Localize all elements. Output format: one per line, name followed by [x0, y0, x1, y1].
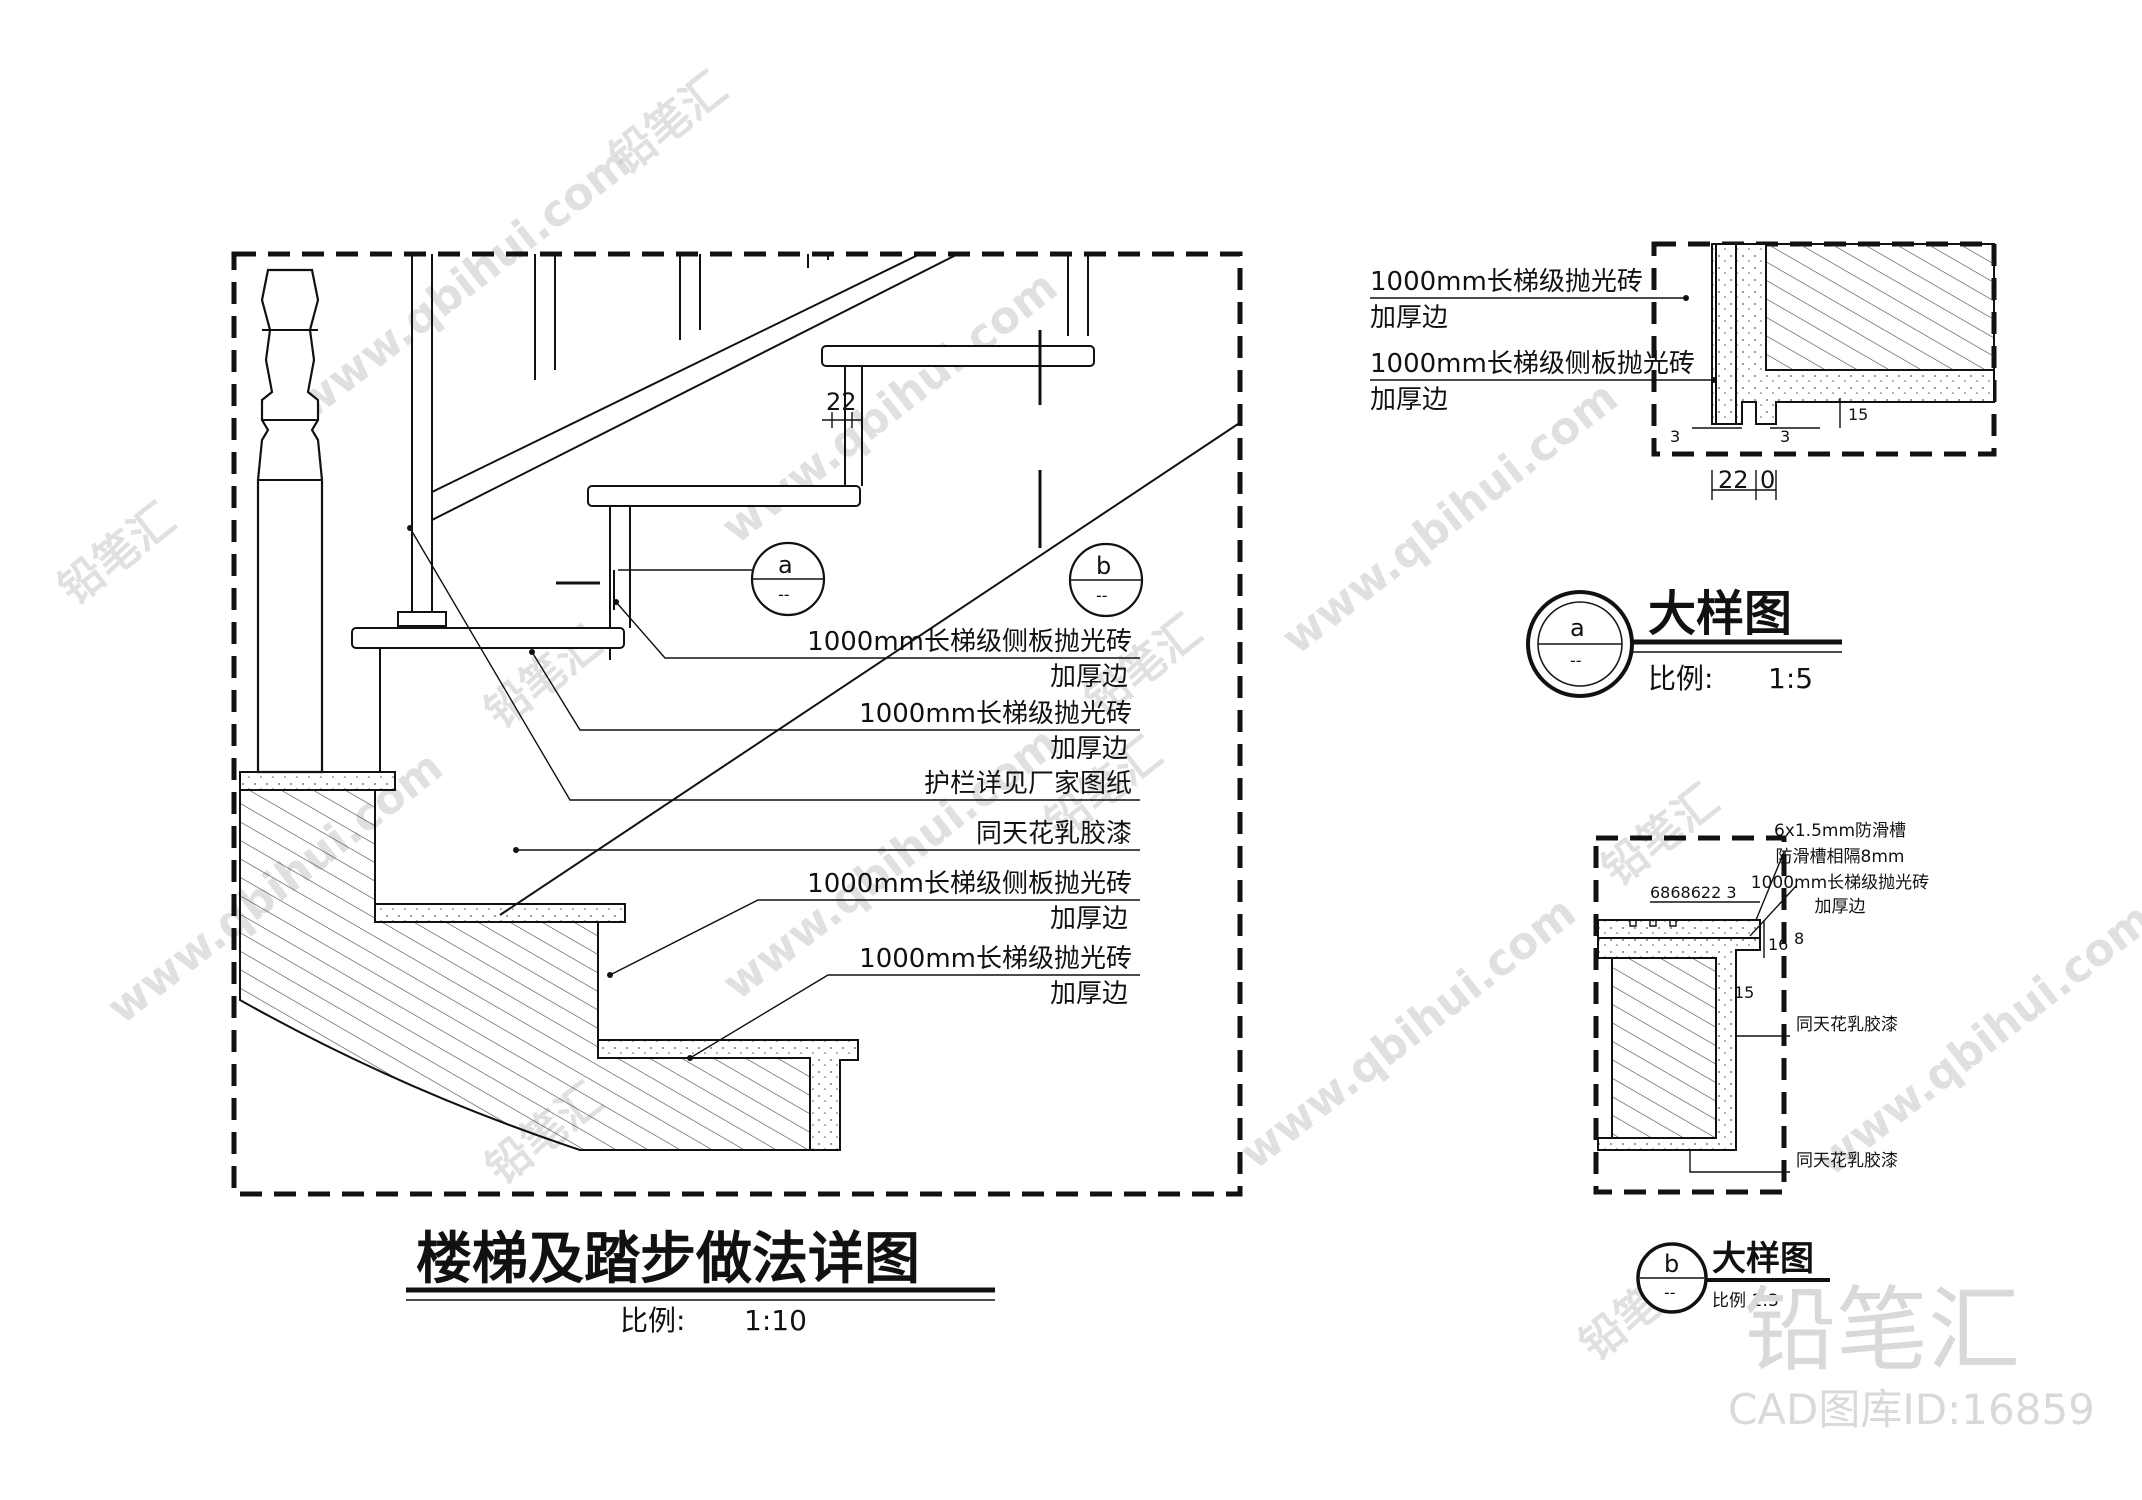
main-callouts: 1000mm长梯级侧板抛光砖 加厚边 1000mm长梯级抛光砖 加厚边 护栏详见…: [807, 627, 1132, 1009]
detail-b-title: 大样图: [1712, 1239, 1814, 1279]
dim-22-label: 22: [826, 388, 857, 416]
cad-id-text: CAD图库ID:16859: [1728, 1385, 2095, 1434]
bubble-b-sub: --: [1096, 586, 1108, 605]
bubble-a-letter: a: [778, 551, 793, 579]
detail-b-callout-1-line1: 6x1.5mm防滑槽: [1774, 821, 1906, 841]
stair-tile-finish: [239, 771, 859, 1151]
dim-a-right3: 3: [1780, 427, 1790, 446]
balusters: [397, 254, 1089, 627]
dim-a-left3: 3: [1670, 427, 1680, 446]
detail-a-callout-1-line1: 1000mm长梯级抛光砖: [1370, 267, 1643, 297]
detail-b: 6868622 3 16 8 15 6x1.5mm防滑槽 防滑槽相隔8mm 10…: [1593, 821, 1929, 1314]
detail-a: 1000mm长梯级抛光砖 加厚边 1000mm长梯级侧板抛光砖 加厚边 3 3 …: [1370, 241, 1997, 698]
handrail: [431, 253, 959, 521]
callout-2-line1: 1000mm长梯级抛光砖: [859, 699, 1132, 729]
detail-a-scale-value: 1:5: [1768, 662, 1813, 695]
main-scale-label: 比例:: [620, 1304, 685, 1337]
section-marks: a -- b --: [556, 541, 1144, 618]
brand-watermark: 铅笔汇 CAD图库ID:16859: [1728, 1277, 2095, 1434]
main-title-block: 楼梯及踏步做法详图 比例: 1:10: [406, 1227, 995, 1337]
watermark-cn: 铅笔汇: [601, 63, 736, 184]
callout-5-line2: 加厚边: [1050, 904, 1128, 934]
callout-6-line2: 加厚边: [1050, 979, 1128, 1009]
detail-b-callout-3-line1: 同天花乳胶漆: [1796, 1015, 1898, 1035]
main-title: 楼梯及踏步做法详图: [416, 1227, 920, 1292]
main-frame: [231, 251, 1243, 1197]
watermark-url: www.qbihui.com: [286, 137, 641, 430]
ceiling-slope-line: [499, 423, 1239, 916]
callout-1-line2: 加厚边: [1050, 662, 1128, 692]
detail-a-callout-2-line1: 1000mm长梯级侧板抛光砖: [1370, 349, 1695, 379]
newel-post: [256, 268, 324, 774]
callout-1-line1: 1000mm长梯级侧板抛光砖: [807, 627, 1132, 657]
callout-3-line1: 护栏详见厂家图纸: [924, 769, 1132, 799]
watermark-url: www.qbihui.com: [712, 261, 1067, 554]
detail-a-title: 大样图: [1648, 586, 1792, 642]
dim-a-15: 15: [1848, 405, 1868, 424]
detail-a-bubble-letter: a: [1570, 614, 1585, 642]
dim-a-0: 0: [1760, 466, 1775, 494]
callout-4-line1: 同天花乳胶漆: [976, 819, 1132, 849]
dim-b-15: 15: [1734, 983, 1754, 1002]
bubble-b-letter: b: [1096, 552, 1111, 580]
detail-b-callout-2-line2: 加厚边: [1815, 897, 1866, 917]
detail-b-bubble-letter: b: [1664, 1250, 1679, 1278]
detail-b-callout-2-line1: 1000mm长梯级抛光砖: [1751, 873, 1929, 893]
watermark-url: www.qbihui.com: [1807, 893, 2142, 1186]
detail-b-callout-1-line2: 防滑槽相隔8mm: [1776, 847, 1905, 867]
dimension-22: 22: [822, 388, 862, 428]
callout-2-line2: 加厚边: [1050, 734, 1128, 764]
detail-a-callout-1-line2: 加厚边: [1370, 303, 1448, 333]
detail-b-callout-4-line1: 同天花乳胶漆: [1796, 1151, 1898, 1171]
detail-b-scale: 比例 1:3: [1712, 1291, 1779, 1311]
callout-5-line1: 1000mm长梯级侧板抛光砖: [807, 869, 1132, 899]
brand-logo-text: 铅笔汇: [1744, 1277, 2020, 1384]
detail-b-concrete: [1611, 957, 1717, 1139]
dim-a-22: 22: [1718, 466, 1749, 494]
detail-a-bubble-sub: --: [1570, 651, 1582, 670]
detail-a-tile: [1711, 243, 1995, 425]
detail-a-dims: 3 3 15 22 0: [1670, 398, 1868, 500]
watermark-cn: 铅笔汇: [49, 494, 184, 615]
callout-6-line1: 1000mm长梯级抛光砖: [859, 944, 1132, 974]
leaders: [407, 525, 1140, 1061]
bubble-a-sub: --: [778, 585, 790, 604]
dim-b-8: 8: [1794, 929, 1804, 948]
detail-a-callout-2-line2: 加厚边: [1370, 385, 1448, 415]
detail-b-dims-top: 6868622 3: [1650, 883, 1737, 902]
treads: [351, 330, 1095, 772]
main-scale-value: 1:10: [744, 1304, 807, 1337]
detail-b-tile: [1597, 919, 1761, 1151]
dim-b-16: 16: [1768, 935, 1788, 954]
detail-b-bubble-sub: --: [1664, 1283, 1676, 1302]
watermark-url: www.qbihui.com: [1231, 887, 1586, 1180]
detail-a-scale-label: 比例:: [1648, 662, 1713, 695]
detail-a-concrete: [1765, 243, 1995, 371]
main-stair-detail: 22 a -- b --: [231, 251, 1243, 1337]
